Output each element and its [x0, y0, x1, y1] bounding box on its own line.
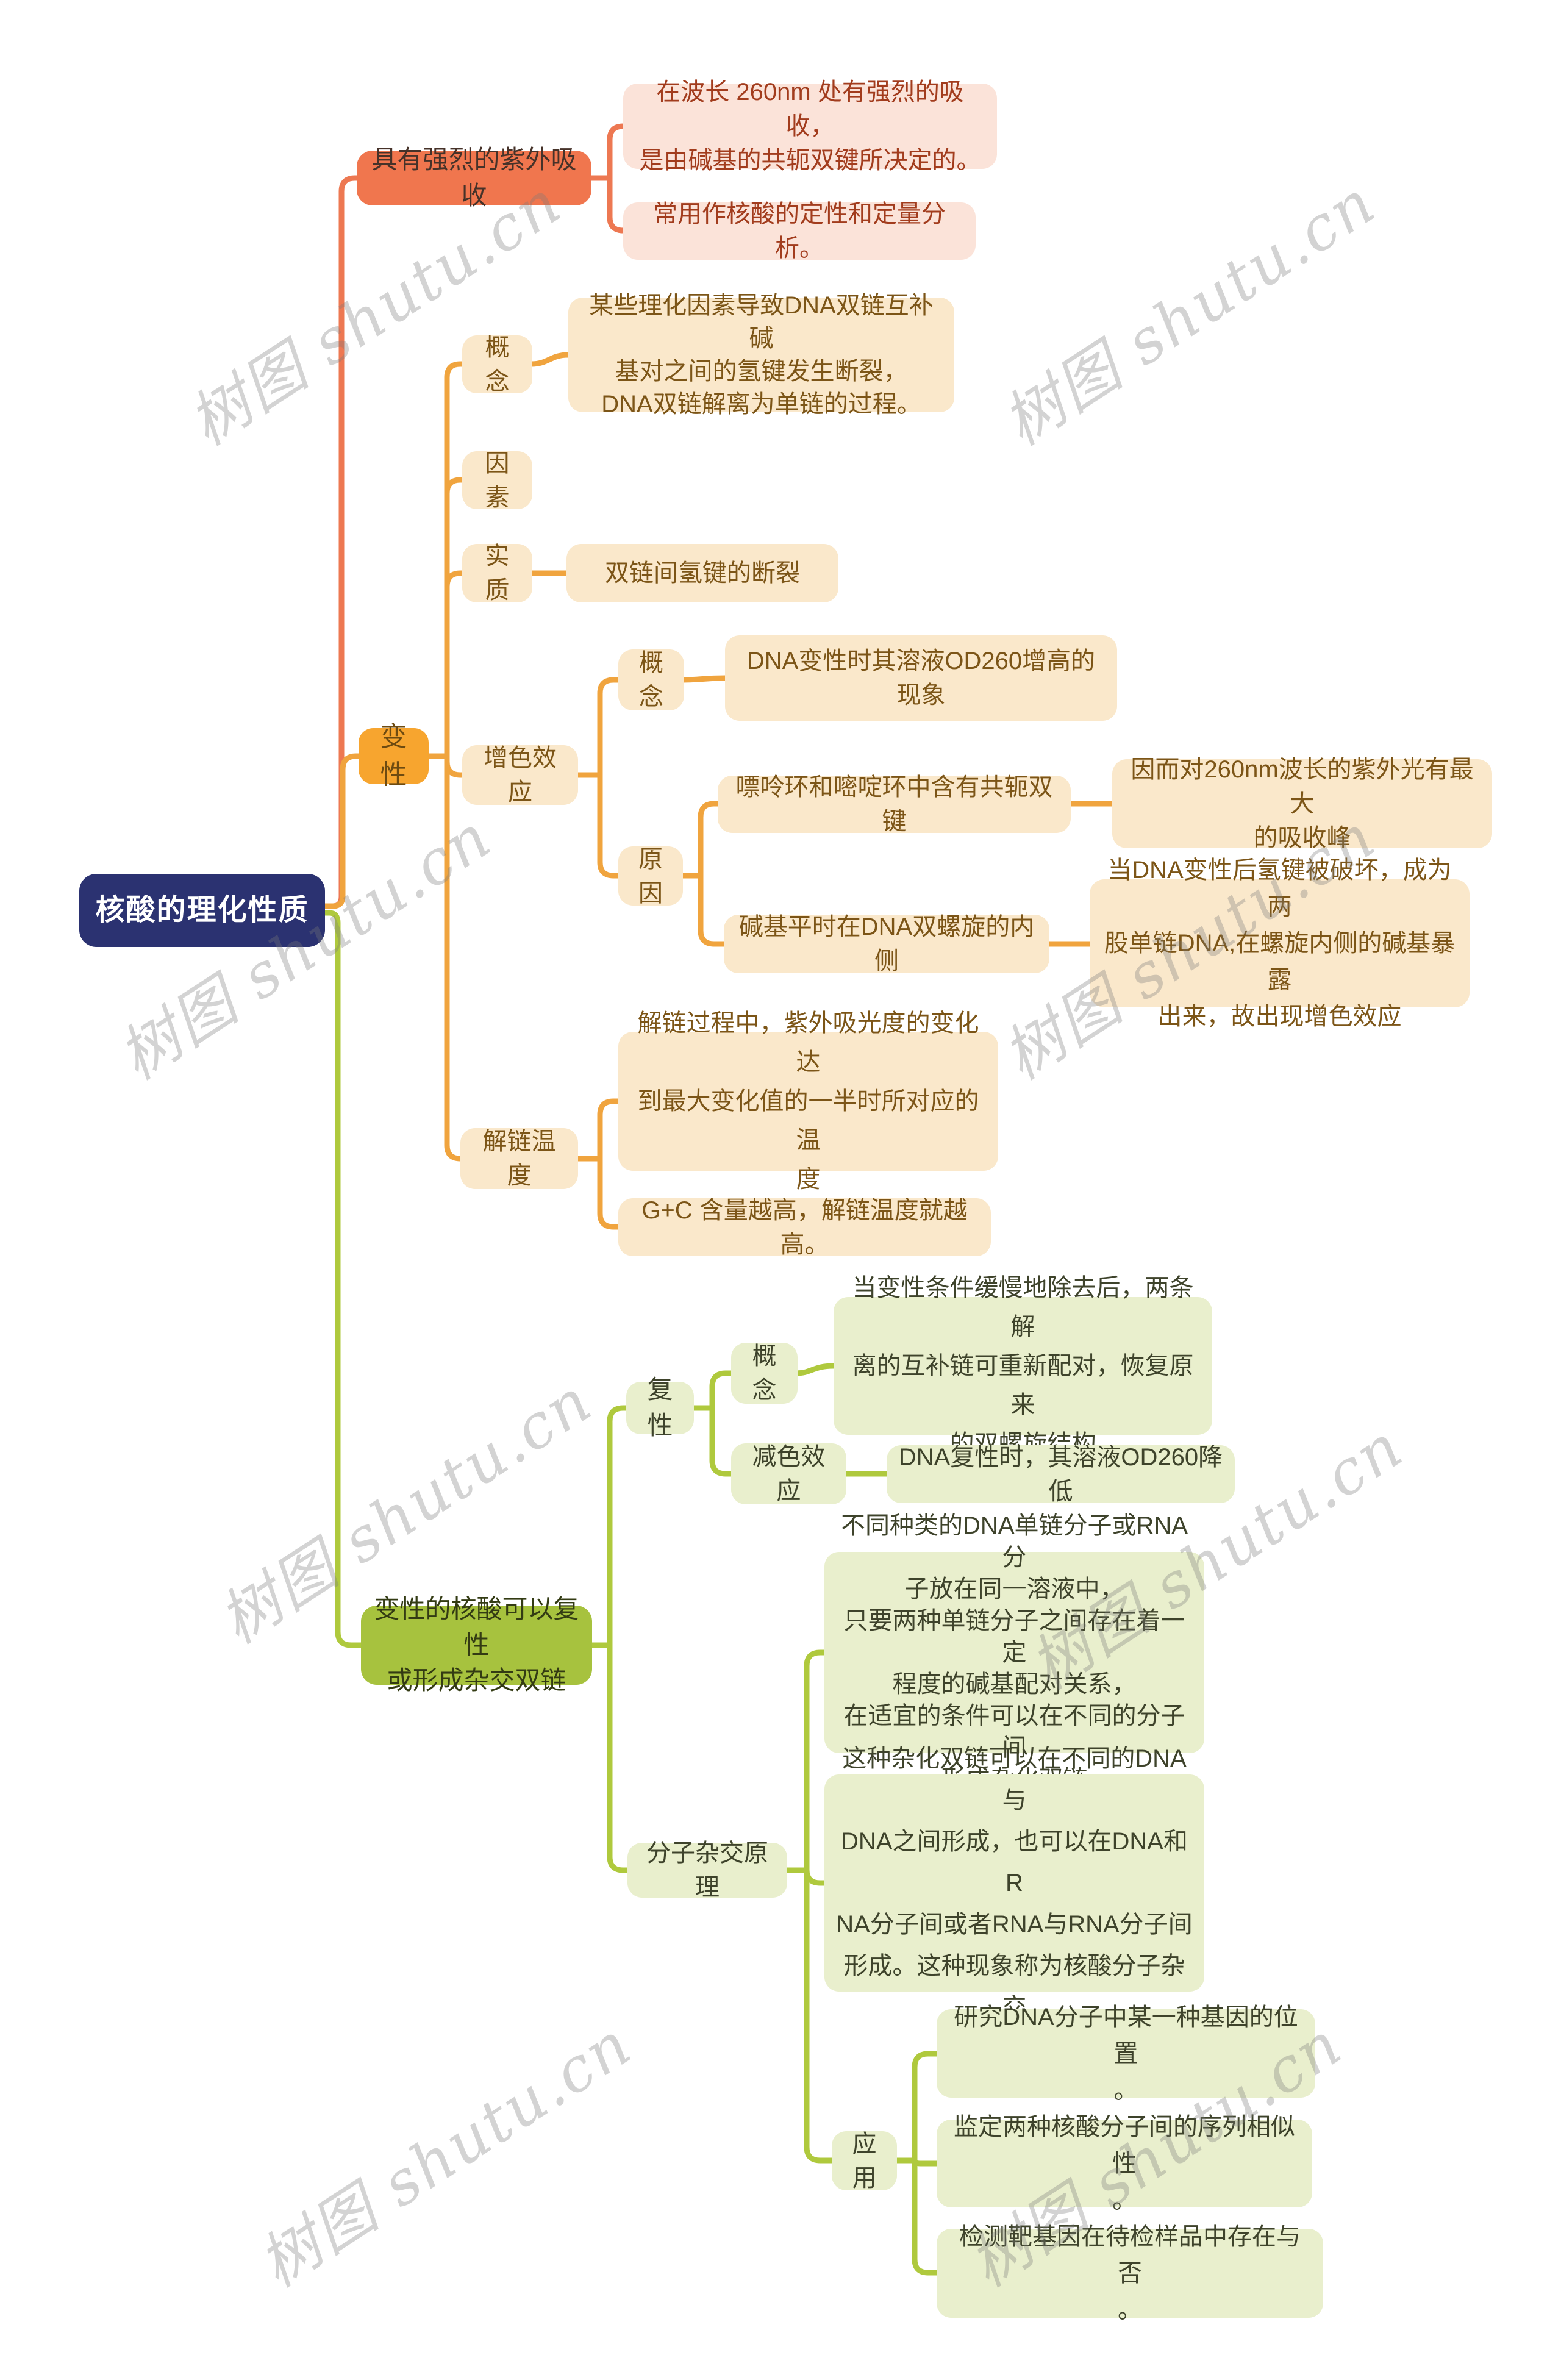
node-hypochromic-effect[interactable]: 减色效应	[731, 1443, 846, 1504]
connector-to-essence	[444, 570, 466, 759]
connector-root-to-denaturation	[322, 753, 363, 909]
node-application-2[interactable]: 监定两种核酸分子间的序列相似性 。	[937, 2114, 1312, 2214]
node-root[interactable]: 核酸的理化性质	[79, 874, 325, 947]
connector-to-app3	[912, 2157, 940, 2276]
connector-to-renaturation	[607, 1405, 629, 1648]
connector-to-base-inside	[698, 873, 727, 947]
node-denaturation-factors[interactable]: 因素	[462, 450, 532, 511]
connector-to-app2	[912, 2157, 940, 2167]
node-gc-content[interactable]: G+C 含量越高，解链温度就越高。	[618, 1197, 991, 1258]
node-application-3[interactable]: 检测靶基因在待检样品中存在与否 。	[937, 2223, 1323, 2323]
node-denaturation-concept[interactable]: 概念	[462, 334, 532, 395]
node-purine-rings[interactable]: 嘌呤环和嘧啶环中含有共轭双键	[718, 774, 1071, 835]
node-hybridization-principle[interactable]: 分子杂交原理	[627, 1840, 787, 1901]
node-application-1[interactable]: 研究DNA分子中某一种基因的位置 。	[937, 2004, 1315, 2104]
connector-to-hyb-detail1	[804, 1649, 827, 1873]
node-hyperchromic-concept[interactable]: 概念	[618, 649, 684, 710]
connector-to-concept2	[597, 677, 621, 778]
connector-to-purine	[698, 801, 721, 879]
connector-to-melting-temp	[444, 753, 465, 1162]
node-hypochromic-detail[interactable]: DNA复性时，其溶液OD260降低	[887, 1444, 1235, 1505]
node-purine-detail[interactable]: 因而对260nm波长的紫外光有最大 的吸收峰	[1112, 756, 1492, 851]
node-base-detail[interactable]: 当DNA变性后氢键被破坏，成为两 股单链DNA,在螺旋内侧的碱基暴露 出来，故出…	[1090, 857, 1470, 1030]
connector-concept2-detail	[680, 675, 728, 683]
node-base-inside[interactable]: 碱基平时在DNA双螺旋的内侧	[724, 913, 1049, 974]
connector-to-gc	[597, 1156, 621, 1230]
connector-to-factors	[444, 477, 466, 759]
node-uv-usage[interactable]: 常用作核酸的定性和定量分析。	[623, 201, 976, 262]
node-hyperchromic-concept-detail[interactable]: DNA变性时其溶液OD260增高的 现象	[725, 635, 1117, 721]
node-hybridization-detail-1[interactable]: 不同种类的DNA单链分子或RNA分 子放在同一溶液中， 只要两种单链分子之间存在…	[824, 1512, 1204, 1793]
node-hyperchromic-effect[interactable]: 增色效应	[462, 745, 578, 806]
node-renaturation-concept[interactable]: 概念	[731, 1343, 798, 1404]
node-melting-temperature[interactable]: 解链温度	[460, 1128, 578, 1189]
node-uv-260nm-detail[interactable]: 在波长 260nm 处有强烈的吸收， 是由碱基的共轭双键所决定的。	[623, 79, 997, 174]
connector-to-melting-def	[597, 1098, 621, 1162]
connector-to-application	[804, 1867, 835, 2164]
node-renaturation-branch[interactable]: 变性的核酸可以复性 或形成杂交双链	[361, 1595, 592, 1695]
node-denaturation-essence[interactable]: 实质	[462, 543, 532, 604]
connector-concept3-detail	[793, 1363, 837, 1376]
node-renaturation-concept-detail[interactable]: 当变性条件缓慢地除去后，两条解 离的互补链可重新配对，恢复原来 的双螺旋结构	[834, 1274, 1212, 1457]
node-uv-absorption[interactable]: 具有强烈的紫外吸收	[357, 145, 591, 210]
connector-root-to-renaturation-branch	[322, 910, 365, 1648]
connector-to-concept3	[709, 1370, 734, 1411]
connector-to-concept1	[444, 361, 466, 759]
node-application[interactable]: 应用	[832, 2131, 897, 2192]
node-melting-definition[interactable]: 解链过程中，紫外吸光度的变化达 到最大变化值的一半时所对应的温 度	[618, 1010, 998, 1193]
connector-to-hypochromic	[709, 1405, 734, 1477]
connector-uv-to-child1	[587, 123, 628, 181]
node-denaturation-concept-detail[interactable]: 某些理化因素导致DNA双链互补碱 基对之间的氢键发生断裂， DNA双链解离为单链…	[568, 292, 954, 418]
node-hyperchromic-reason[interactable]: 原因	[618, 846, 683, 907]
connector-to-reason	[597, 772, 621, 879]
connector-concept1-detail	[528, 352, 571, 367]
connector-to-hybridization	[607, 1642, 630, 1873]
node-essence-detail[interactable]: 双链间氢键的断裂	[566, 544, 838, 602]
node-renaturation[interactable]: 复性	[626, 1375, 694, 1440]
connector-to-app1	[912, 2051, 940, 2164]
node-hybridization-detail-2[interactable]: 这种杂化双链可以在不同的DNA与 DNA之间形成，也可以在DNA和R NA分子间…	[824, 1745, 1204, 2021]
node-denaturation[interactable]: 变性	[359, 722, 429, 790]
connector-uv-to-child2	[587, 175, 628, 234]
